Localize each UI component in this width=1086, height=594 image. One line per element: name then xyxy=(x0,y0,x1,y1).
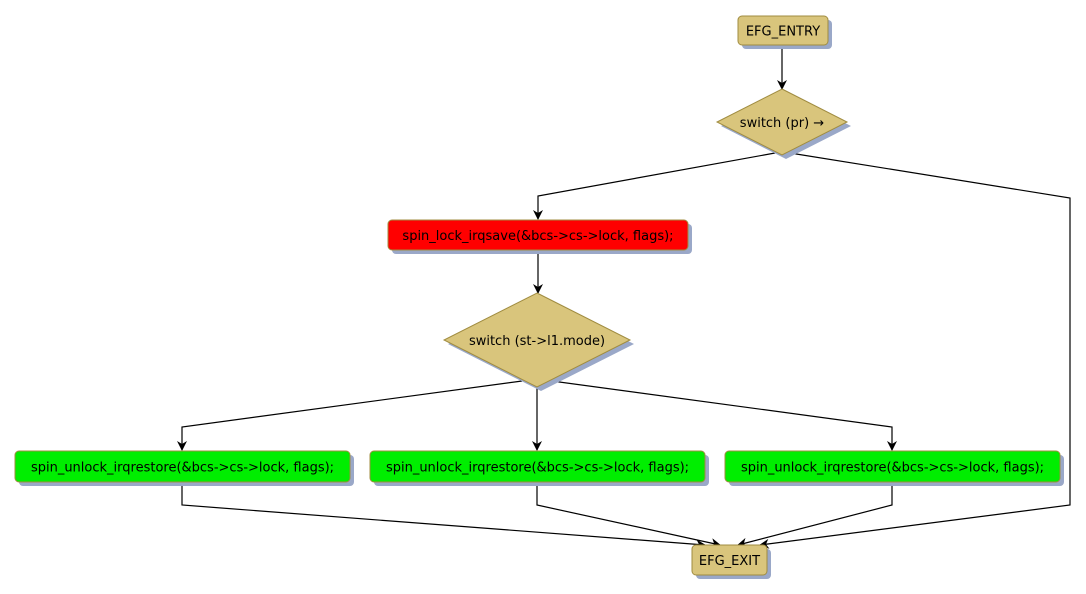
edge-switch-pr-to-exit xyxy=(759,152,1071,549)
process-box xyxy=(369,450,706,483)
process-box xyxy=(14,450,351,483)
node-unlock2[interactable]: spin_unlock_irqrestore(&bcs->cs->lock, f… xyxy=(369,450,709,486)
node-label: switch (pr) → xyxy=(740,116,825,131)
edge-unlock3-to-exit xyxy=(737,482,893,548)
node-switch-mode[interactable]: switch (st->l1.mode) xyxy=(442,292,634,391)
process-box xyxy=(387,219,689,251)
node-label: EFG_EXIT xyxy=(699,554,760,569)
edge-switch-mode-to-unlock1 xyxy=(177,380,523,451)
node-lock[interactable]: spin_lock_irqsave(&bcs->cs->lock, flags)… xyxy=(387,219,692,254)
node-unlock3[interactable]: spin_unlock_irqrestore(&bcs->cs->lock, f… xyxy=(724,450,1064,486)
node-unlock1[interactable]: spin_unlock_irqrestore(&bcs->cs->lock, f… xyxy=(14,450,354,486)
edge-switch-pr-to-lock xyxy=(533,152,776,220)
node-switch-pr[interactable]: switch (pr) → xyxy=(715,88,851,159)
node-label: switch (st->l1.mode) xyxy=(469,334,605,349)
node-label: spin_lock_irqsave(&bcs->cs->lock, flags)… xyxy=(402,229,673,244)
node-exit[interactable]: EFG_EXIT xyxy=(691,544,771,579)
node-label: spin_unlock_irqrestore(&bcs->cs->lock, f… xyxy=(741,461,1044,476)
edge-unlock2-to-exit xyxy=(536,482,721,548)
decision-diamond xyxy=(442,292,632,388)
node-label: EFG_ENTRY xyxy=(746,25,820,40)
process-box xyxy=(724,450,1061,483)
process-box xyxy=(737,15,829,46)
edge-switch-mode-to-unlock3 xyxy=(551,380,897,451)
node-label: spin_unlock_irqrestore(&bcs->cs->lock, f… xyxy=(31,461,334,476)
node-label: spin_unlock_irqrestore(&bcs->cs->lock, f… xyxy=(386,461,689,476)
node-entry[interactable]: EFG_ENTRY xyxy=(737,15,832,49)
process-box xyxy=(691,544,768,576)
edges-layer xyxy=(177,45,1071,550)
decision-diamond xyxy=(715,88,849,156)
edge-unlock1-to-exit xyxy=(181,482,706,550)
